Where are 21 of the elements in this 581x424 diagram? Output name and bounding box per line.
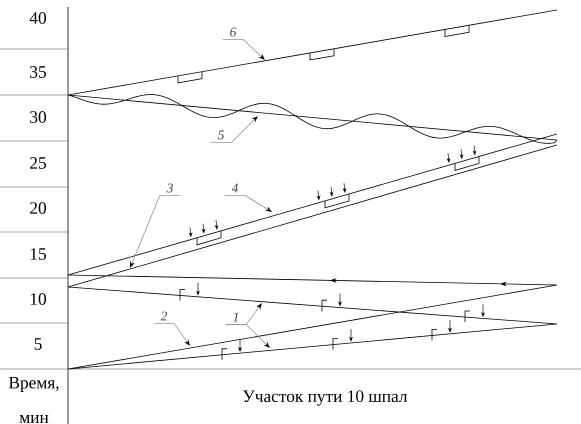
leader-line [222, 39, 265, 60]
callout-number: 5 [218, 130, 224, 140]
callout-number: 6 [230, 28, 236, 36]
axis-tick-label: 35 [30, 66, 46, 78]
callout-number: 2 [160, 312, 168, 320]
leader-line [153, 323, 190, 346]
leader-line [210, 116, 258, 143]
leader-line [224, 195, 272, 212]
axis-tick-label: 15 [30, 248, 46, 260]
leader-line [225, 324, 270, 348]
callout-number: 3 [166, 184, 173, 192]
axis-tick-label: 20 [30, 202, 46, 214]
axis-tick-label: 5 [34, 338, 42, 350]
axis-label: Время, мин [8, 376, 59, 423]
axis-tick-label: 30 [30, 111, 46, 123]
callout-number: 1 [233, 312, 238, 322]
axis-tick-label: 10 [30, 293, 46, 305]
callout-number: 4 [232, 184, 238, 192]
axis-tick-label: 25 [30, 157, 46, 169]
axis-tick-label: 40 [30, 12, 46, 24]
axis-label: Участок пути 10 шпал [243, 390, 408, 406]
